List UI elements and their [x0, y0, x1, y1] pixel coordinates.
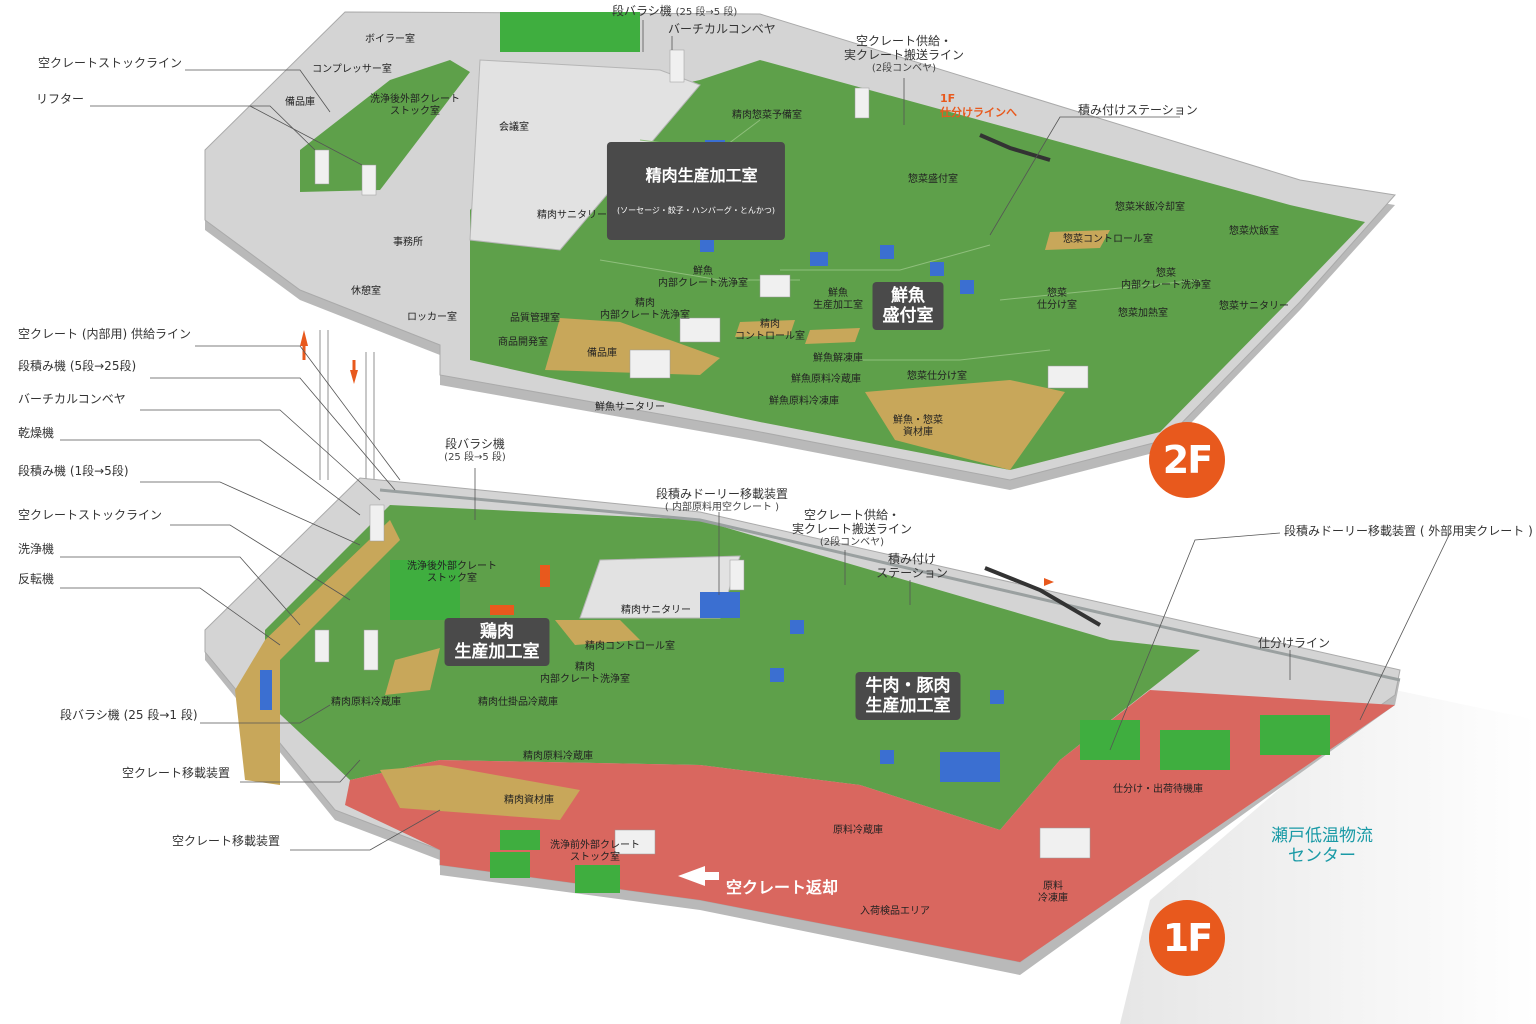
- callout-2f-empty-crate-stock-line: 空クレートストックライン: [38, 56, 183, 70]
- room-2f-storage: 備品庫: [285, 97, 315, 108]
- room-1f-raw-frozen: 原料 冷凍庫: [1038, 881, 1068, 904]
- hero-beef-pork-processing-room: 牛肉・豚肉 生産加工室: [855, 672, 961, 720]
- room-1f-receiving: 入荷検品エリア: [860, 906, 930, 917]
- room-deli-control: 惣菜コントロール室: [1063, 234, 1153, 245]
- badge-1f: 1F: [1149, 900, 1225, 976]
- callout-1f-washer: 洗浄機: [18, 542, 55, 556]
- room-1f-meat-crate-wash: 精肉 内部クレート洗浄室: [540, 662, 630, 685]
- room-2f-meat-sanitary: 精肉サニタリー: [537, 210, 607, 221]
- callout-2f-loading-station: 積み付けステーション: [1078, 103, 1198, 117]
- room-2f-meat-crate-wash: 精肉 内部クレート洗浄室: [600, 298, 690, 321]
- room-fish-raw-frozen: 鮮魚原料冷凍庫: [769, 396, 839, 407]
- callout-1f-crate-transfer-1: 空クレート移載装置: [122, 766, 231, 780]
- hero-chicken-processing-room: 鶏肉 生産加工室: [444, 618, 550, 666]
- room-rest: 休憩室: [351, 286, 381, 297]
- callout-2f-vertical-conveyor: バーチカルコンベヤ: [668, 22, 776, 36]
- room-deli-heating: 惣菜加熱室: [1118, 308, 1168, 319]
- room-fish-thaw: 鮮魚解凍庫: [813, 353, 863, 364]
- hero-fish-plating-room: 鮮魚 盛付室: [872, 282, 944, 330]
- room-1f-meat-materials: 精肉資材庫: [504, 795, 554, 806]
- room-fish-sanitary: 鮮魚サニタリー: [595, 402, 665, 413]
- room-1f-meat-raw-cold: 精肉原料冷蔵庫: [331, 697, 401, 708]
- room-1f-meat-control: 精肉コントロール室: [585, 641, 675, 652]
- callout-2f-supply-line: 空クレート供給・ 実クレート搬送ライン (2段コンベヤ): [843, 34, 964, 74]
- room-compressor: コンプレッサー室: [312, 64, 392, 75]
- callout-1f-inverter: 反転機: [18, 572, 55, 586]
- room-deli-sorting: 惣菜 仕分け室: [1037, 288, 1077, 311]
- room-fish-raw-cold: 鮮魚原料冷蔵庫: [791, 374, 861, 385]
- room-fish-processing: 鮮魚 生産加工室: [813, 288, 863, 311]
- room-deli-crate-wash: 惣菜 内部クレート洗浄室: [1121, 268, 1211, 291]
- callout-1f-dolly-internal: 段積みドーリー移載装置 ( 内部原料用空クレート ): [655, 487, 788, 513]
- room-1f-raw-cold: 原料冷蔵庫: [833, 825, 883, 836]
- room-fish-deli-materials: 鮮魚・惣菜 資材庫: [893, 415, 943, 438]
- floor-2f-slab: [204, 11, 1396, 490]
- callout-1f-internal-crate-supply-line: 空クレート (内部用) 供給ライン: [18, 327, 191, 341]
- room-deli-sanitary: 惣菜サニタリー: [1219, 301, 1289, 312]
- callout-1f-stacker-1-5: 段積み機 (1段→5段): [18, 464, 129, 478]
- room-1f-meat-wip-cold: 精肉仕掛品冷蔵庫: [478, 697, 558, 708]
- hero-meat-processing-room: 精肉生産加工室 (ソーセージ・餃子・ハンバーグ・とんかつ): [606, 142, 786, 240]
- room-1f-meat-raw-cold2: 精肉原料冷蔵庫: [523, 751, 593, 762]
- room-2f-meat-control: 精肉 コントロール室: [735, 319, 805, 342]
- callout-1f-empty-crate-stock-line: 空クレートストックライン: [18, 508, 163, 522]
- callout-2f-lifter: リフター: [36, 92, 85, 106]
- callout-1f-sorting-line: 仕分けライン: [1258, 636, 1331, 650]
- callout-1f-supply-line: 空クレート供給・ 実クレート搬送ライン (2段コンベヤ): [791, 508, 912, 548]
- callout-1f-crate-transfer-2: 空クレート移載装置: [172, 834, 281, 848]
- callout-1f-destacker: 段バラシ機 (25 段→5 段): [444, 437, 506, 463]
- callout-1f-vertical-conveyor: バーチカルコンベヤ: [18, 392, 126, 406]
- callout-1f-loading-station: 積み付け ステーション: [876, 552, 948, 580]
- callout-1f-stacker-5-25: 段積み機 (5段→25段): [18, 359, 137, 373]
- room-2f-storage2: 備品庫: [587, 348, 617, 359]
- callout-1f-destacker-25-1: 段バラシ機 (25 段→1 段): [60, 708, 198, 722]
- room-product-dev: 商品開発室: [498, 337, 548, 348]
- floor-1f-slab: [204, 477, 1536, 1024]
- room-1f-sort-ship: 仕分け・出荷待機庫: [1113, 784, 1203, 795]
- room-deli-rice-cool: 惣菜米飯冷却室: [1115, 202, 1185, 213]
- badge-2f: 2F: [1149, 422, 1225, 498]
- room-fish-crate-wash: 鮮魚 内部クレート洗浄室: [658, 266, 748, 289]
- callout-1f-dolly-external: 段積みドーリー移載装置 ( 外部用実クレート ): [1284, 524, 1533, 538]
- room-office: 事務所: [393, 237, 423, 248]
- room-locker: ロッカー室: [407, 312, 457, 323]
- room-qc: 品質管理室: [510, 313, 560, 324]
- room-deli-plating: 惣菜盛付室: [908, 174, 958, 185]
- room-2f-washed-stock: 洗浄後外部クレート ストック室: [370, 94, 460, 117]
- room-boiler: ボイラー室: [365, 34, 415, 45]
- room-1f-meat-sanitary: 精肉サニタリー: [621, 605, 691, 616]
- room-deli-sorting2: 惣菜仕分け室: [907, 371, 967, 382]
- empty-crate-return-label: 空クレート返却: [726, 878, 839, 897]
- setouchi-center-label: 瀬戸低温物流 センター: [1271, 826, 1373, 866]
- room-1f-washed-stock: 洗浄後外部クレート ストック室: [407, 561, 497, 584]
- callout-2f-destacker: 段バラシ機 (25 段→5 段): [612, 4, 738, 18]
- room-1f-pre-wash-stock: 洗浄前外部クレート ストック室: [550, 840, 640, 863]
- callout-1f-dryer: 乾燥機: [18, 426, 55, 440]
- callout-2f-to-1f: 1F 仕分けラインへ: [940, 92, 1017, 119]
- room-meeting: 会議室: [499, 122, 529, 133]
- room-deli-rice: 惣菜炊飯室: [1229, 226, 1279, 237]
- room-meat-deli-prep: 精肉惣菜予備室: [732, 110, 802, 121]
